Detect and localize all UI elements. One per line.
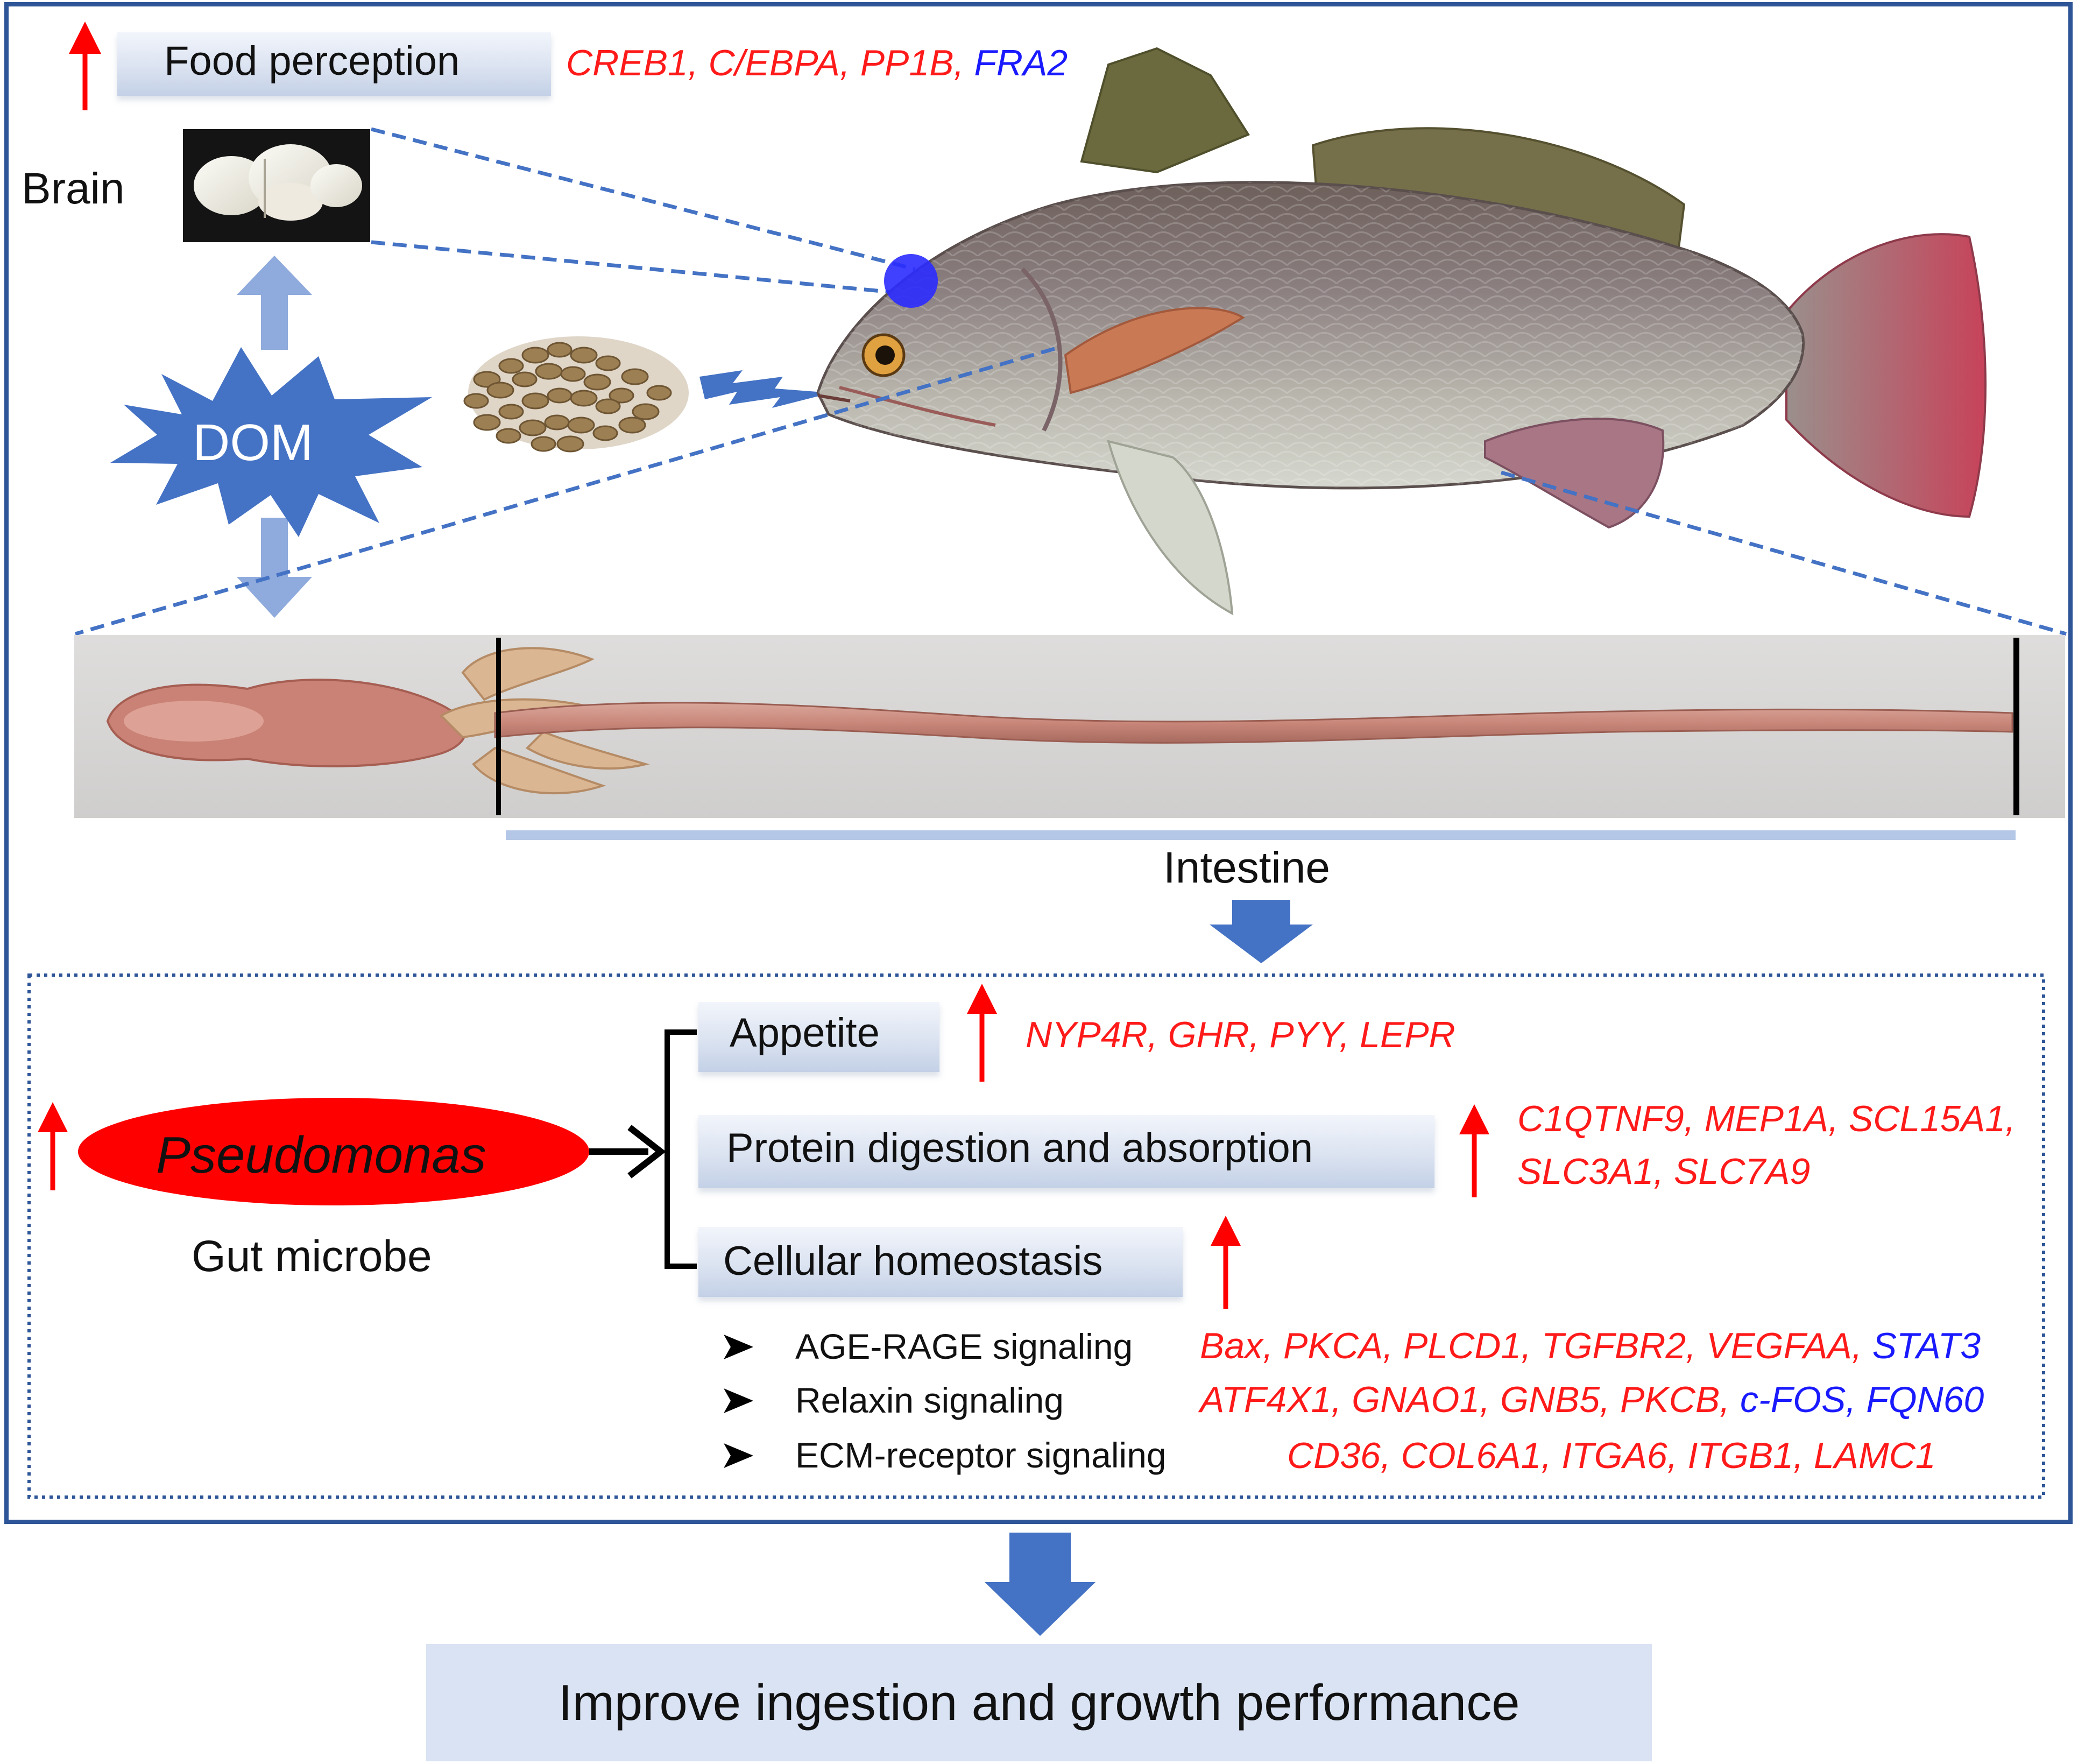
gene-label: ITGB1, [1687, 1435, 1814, 1476]
gene-label: COL6A1, [1401, 1435, 1562, 1476]
gene-label: PKCA, [1283, 1325, 1403, 1366]
gene-label: PLCD1, [1403, 1325, 1542, 1366]
gene-label: ATF4X1, [1200, 1379, 1352, 1420]
down-arrow-icon [1210, 900, 1313, 963]
arrow-to-bracket [589, 1125, 666, 1179]
gene-label: c-FOS, [1740, 1379, 1867, 1420]
pathway-genes: Bax, PKCA, PLCD1, TGFBR2, VEGFAA, STAT3 [1200, 1325, 1981, 1367]
arrowhead-bullet-icon [724, 1335, 753, 1468]
gene-label: STAT3 [1872, 1325, 1981, 1366]
fish-illustration [816, 47, 1987, 616]
lightning-icon [699, 370, 831, 408]
up-arrow-icon [967, 984, 997, 1082]
up-arrow-icon [38, 1102, 68, 1190]
outcome-bracket [665, 1029, 697, 1269]
brain-label: Brain [22, 164, 125, 213]
intestine-photo [74, 635, 2065, 818]
gene-label: LAMC1 [1813, 1435, 1936, 1476]
up-arrow-icon [1459, 1104, 1489, 1197]
gene-label: CREB1, [566, 43, 709, 83]
gene-label: C/EBPA, [708, 43, 860, 83]
pathway-genes: ATF4X1, GNAO1, GNB5, PKCB, c-FOS, FQN60 [1200, 1379, 1984, 1421]
down-arrow-icon [985, 1533, 1095, 1636]
feed-pellets [463, 336, 689, 453]
intestine-extent-bar [506, 830, 2016, 840]
gene-label: GNB5, [1500, 1379, 1620, 1420]
up-arrow-icon [69, 22, 101, 110]
dom-label: DOM [193, 414, 313, 471]
result-box [426, 1644, 1652, 1761]
protein-digestion-box [698, 1115, 1434, 1188]
starburst-icon [110, 347, 432, 537]
gene-label: Bax, [1200, 1325, 1283, 1366]
brain-location-marker [884, 254, 938, 308]
gut-microbe-label: Gut microbe [192, 1232, 432, 1281]
gene-label: TGFBR2, [1541, 1325, 1706, 1366]
gene-label: CD36, [1287, 1435, 1401, 1476]
pathway-name: AGE-RAGE signaling [795, 1326, 1133, 1366]
food-perception-label: Food perception [164, 38, 460, 84]
appetite-genes: NYP4R, GHR, PYY, LEPR [1026, 1014, 1455, 1055]
gene-label: FQN60 [1866, 1379, 1984, 1420]
pathway-genes: CD36, COL6A1, ITGA6, ITGB1, LAMC1 [1287, 1435, 1936, 1477]
cellular-homeostasis-label: Cellular homeostasis [723, 1238, 1103, 1284]
protein-digestion-label: Protein digestion and absorption [726, 1125, 1313, 1171]
gene-label: VEGFAA, [1706, 1325, 1872, 1366]
appetite-box [698, 1002, 939, 1072]
down-arrow-icon [237, 518, 312, 618]
intestine-connector-lines [75, 347, 2067, 636]
gene-label: GNAO1, [1352, 1379, 1501, 1420]
protein-genes-line1: C1QTNF9, MEP1A, SCL15A1, [1517, 1098, 2016, 1139]
cellular-homeostasis-box [698, 1227, 1183, 1297]
brain-photo [183, 129, 370, 242]
gene-label: PKCB, [1620, 1379, 1740, 1420]
outer-frame [4, 2, 2073, 1524]
brain-connector-lines [371, 127, 915, 295]
gene-label: PP1B, [860, 43, 974, 83]
gene-label: ITGA6, [1561, 1435, 1688, 1476]
pathway-name: Relaxin signaling [795, 1380, 1064, 1420]
protein-genes-line2: SLC3A1, SLC7A9 [1517, 1151, 1811, 1192]
up-arrow-icon [237, 256, 312, 350]
pathway-name: ECM-receptor signaling [795, 1435, 1167, 1475]
result-label: Improve ingestion and growth performance [558, 1674, 1520, 1731]
intestine-label: Intestine [1163, 843, 1330, 892]
appetite-label: Appetite [730, 1010, 880, 1056]
up-arrow-icon [1211, 1216, 1241, 1309]
gene-label: FRA2 [974, 43, 1068, 83]
food-perception-box [117, 32, 551, 96]
food-perception-genes: CREB1, C/EBPA, PP1B, FRA2 [566, 42, 1068, 84]
mechanism-box [27, 973, 2045, 1499]
pseudomonas-ellipse [78, 1098, 589, 1205]
pseudomonas-label: Pseudomonas [156, 1126, 486, 1184]
